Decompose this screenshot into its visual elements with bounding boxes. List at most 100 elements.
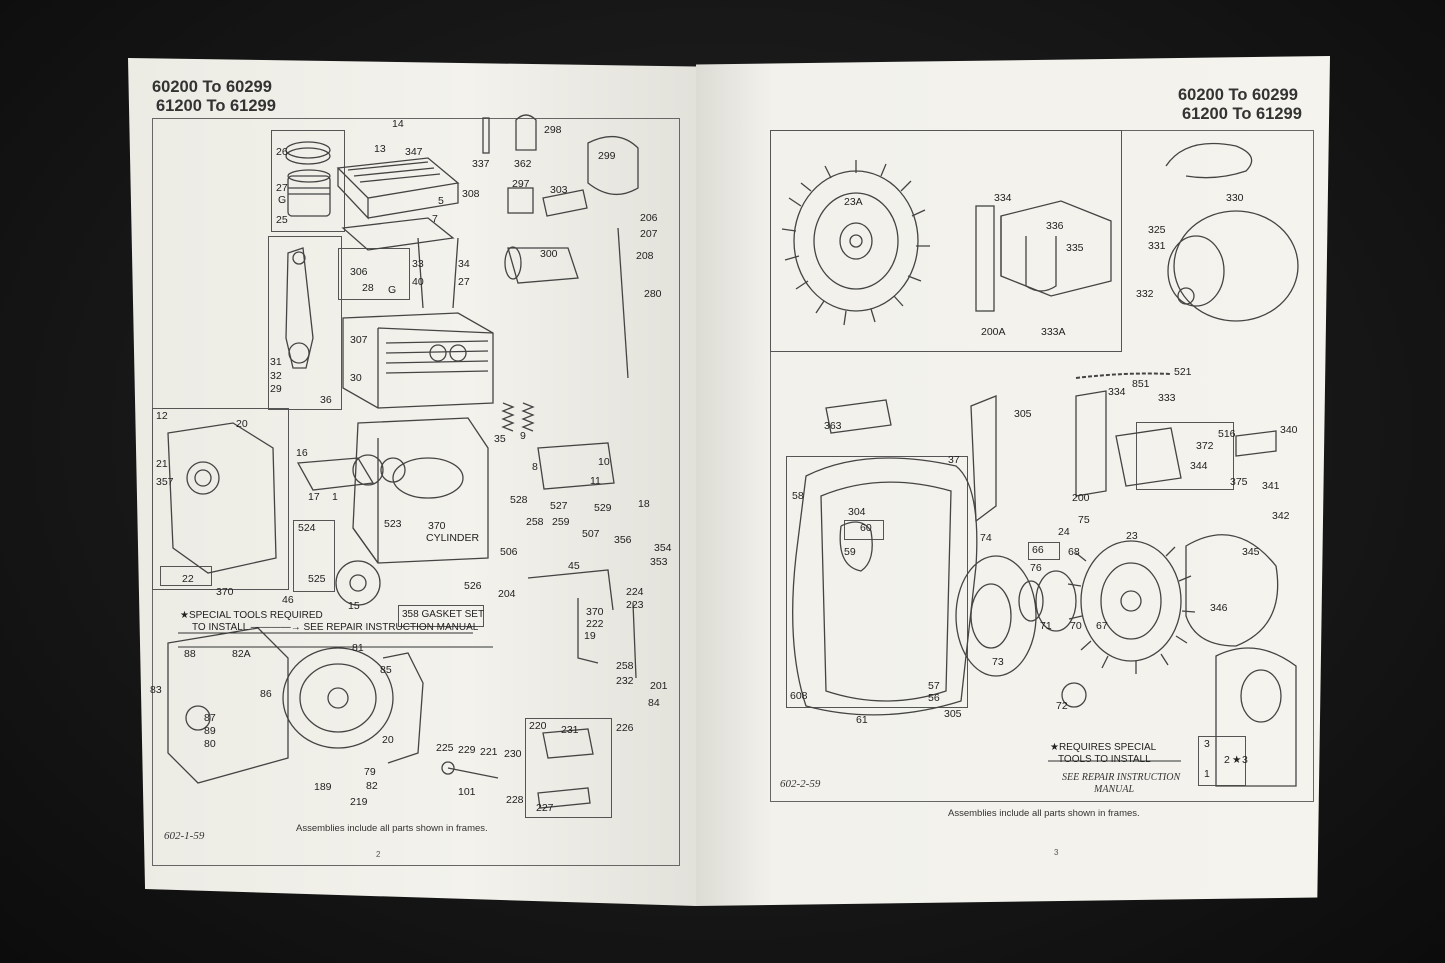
part-label: 308: [462, 188, 480, 200]
part-label: 297: [512, 178, 530, 190]
part-label: 370: [428, 520, 446, 532]
part-label: 12: [156, 410, 168, 422]
part-label: 70: [1070, 620, 1082, 632]
part-label: 333A: [1041, 326, 1066, 338]
cylinder-label: CYLINDER: [426, 532, 480, 544]
governor-frame: [525, 718, 612, 818]
part-label: 521: [1174, 366, 1192, 378]
part-label: 506: [500, 546, 518, 558]
part-label: 340: [1280, 424, 1298, 436]
part-label: 22: [182, 573, 194, 585]
see-repair-note-line2: MANUAL: [1094, 784, 1134, 795]
part-label: 375: [1230, 476, 1248, 488]
part-label: 56: [928, 692, 940, 704]
part-label: 258: [526, 516, 544, 528]
part-label: 66: [1032, 544, 1044, 556]
part-label: 24: [1058, 526, 1070, 538]
part-label: 345: [1242, 546, 1260, 558]
part-label: 59: [844, 546, 856, 558]
left-drawing-number: 602-1-59: [164, 830, 205, 842]
part-label: 1: [332, 491, 338, 503]
part-label: 3: [1204, 738, 1210, 750]
part-label: 25: [276, 214, 288, 226]
part-label: 68: [1068, 546, 1080, 558]
part-label: 32: [270, 370, 282, 382]
part-label: 2: [1224, 754, 1230, 766]
right-page-header-line1: 60200 To 60299: [1178, 86, 1298, 104]
part-label: 232: [616, 675, 634, 687]
part-label: 79: [364, 766, 376, 778]
right-exploded-drawing: [781, 142, 1299, 787]
part-label: 227: [536, 802, 554, 814]
part-label: 298: [544, 124, 562, 136]
connecting-rod-frame: [268, 236, 342, 410]
part-label: 200A: [981, 326, 1006, 338]
part-label: 29: [270, 383, 282, 395]
part-label: 84: [648, 697, 660, 709]
right-drawing-number: 602-2-59: [780, 778, 821, 790]
part-label: 229: [458, 744, 476, 756]
part-label: 372: [1196, 440, 1214, 452]
part-label: 1: [1204, 768, 1210, 780]
part-label: G: [278, 194, 287, 206]
part-label: 223: [626, 599, 644, 611]
part-label: 27: [458, 276, 470, 288]
right-page: 60200 To 60299 61200 To 61299: [696, 56, 1330, 906]
part-label: 362: [514, 158, 532, 170]
left-page-caption: Assemblies include all parts shown in fr…: [296, 823, 488, 834]
part-label: 524: [298, 522, 316, 534]
right-page-header-line2: 61200 To 61299: [1182, 105, 1302, 123]
part-label: 101: [458, 786, 476, 798]
part-label: 305: [1014, 408, 1032, 420]
part-label: 299: [598, 150, 616, 162]
part-label: 336: [1046, 220, 1064, 232]
see-repair-note-line1: SEE REPAIR INSTRUCTION: [1062, 772, 1181, 783]
part-label: 85: [380, 664, 392, 676]
part-label: 46: [282, 594, 294, 606]
part-label: 206: [640, 212, 658, 224]
crankcase-cover-frame: [152, 408, 289, 590]
part-label: ★: [1232, 754, 1242, 766]
part-label: 82: [366, 780, 378, 792]
part-label: 354: [654, 542, 672, 554]
part-label: 7: [432, 213, 438, 225]
part-label: 82A: [232, 648, 251, 660]
part-label: 8: [532, 461, 538, 473]
part-label: 71: [1040, 620, 1052, 632]
part-label: 35: [494, 433, 506, 445]
part-label: 31: [270, 356, 282, 368]
part-label: 357: [156, 476, 174, 488]
special-tools-note-line2: TO INSTALL ————→ SEE REPAIR INSTRUCTION …: [192, 622, 479, 633]
part-label: 20: [382, 734, 394, 746]
part-label: 225: [436, 742, 454, 754]
right-page-caption: Assemblies include all parts shown in fr…: [948, 808, 1140, 819]
part-label: 346: [1210, 602, 1228, 614]
part-label: 259: [552, 516, 570, 528]
seal-frame: [160, 566, 212, 586]
part-label: 75: [1078, 514, 1090, 526]
right-page-number: 3: [1054, 848, 1059, 857]
requires-special-tools-line2: TOOLS TO INSTALL: [1058, 754, 1151, 765]
part-label: 76: [1030, 562, 1042, 574]
part-label: 34: [458, 258, 470, 270]
part-label: 189: [314, 781, 332, 793]
part-label: 528: [510, 494, 528, 506]
part-label: 200: [1072, 492, 1090, 504]
part-label: 45: [568, 560, 580, 572]
part-label: 258: [616, 660, 634, 672]
part-label: 86: [260, 688, 272, 700]
part-label: 3: [1242, 754, 1248, 766]
part-label: 61: [856, 714, 868, 726]
gasket-set-frame: [398, 605, 484, 627]
part-label: 28: [362, 282, 374, 294]
part-label: 72: [1056, 700, 1068, 712]
part-label: 305: [944, 708, 962, 720]
part-label: 353: [650, 556, 668, 568]
part-label: 331: [1148, 240, 1166, 252]
part-label: 332: [1136, 288, 1154, 300]
part-label: 344: [1190, 460, 1208, 472]
part-label: 89: [204, 725, 216, 737]
part-label: 529: [594, 502, 612, 514]
part-label: 23: [1126, 530, 1138, 542]
part-label: 306: [350, 266, 368, 278]
